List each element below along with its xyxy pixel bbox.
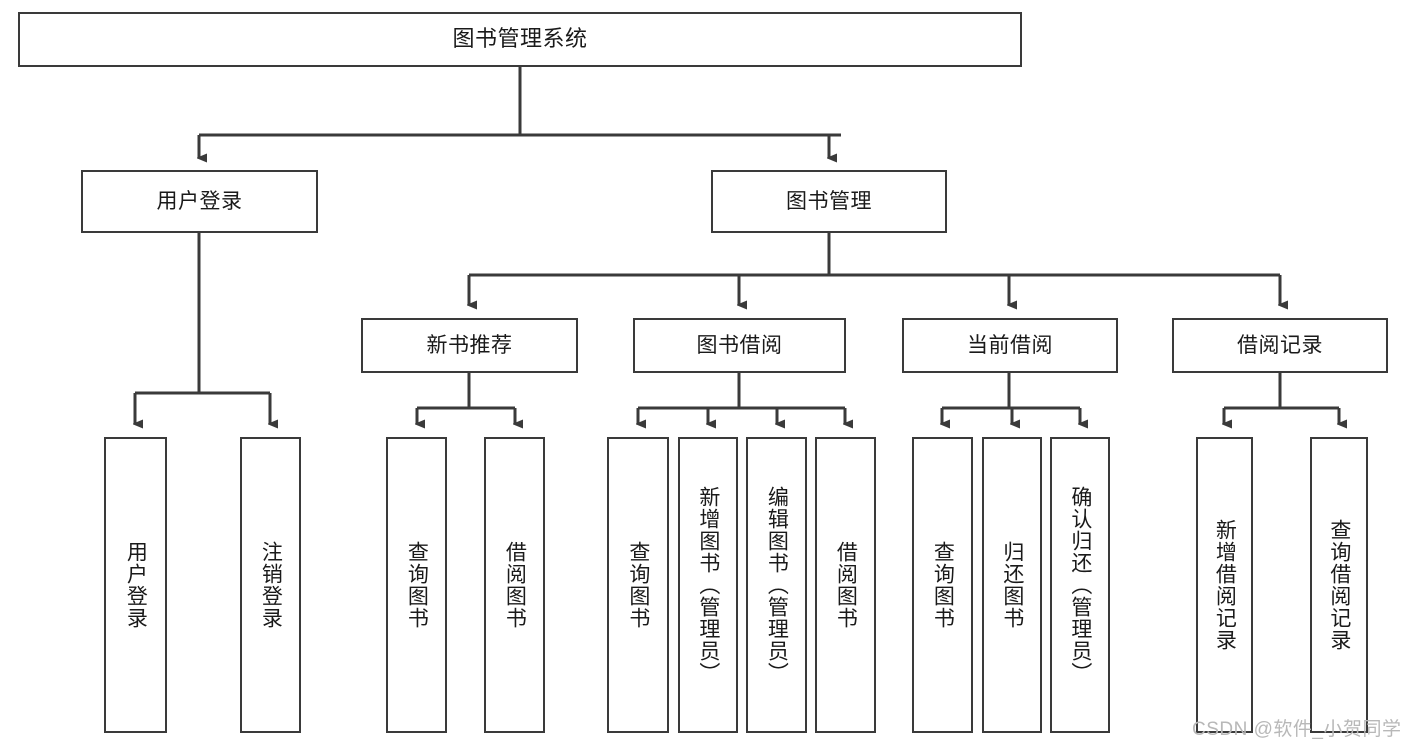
node-user-login: 用户登录 <box>81 170 318 233</box>
node-book-borrow: 图书借阅 <box>633 318 846 373</box>
node-root-system: 图书管理系统 <box>18 12 1022 67</box>
leaf-node: 借阅图书 <box>815 437 876 733</box>
node-label: 归还图书 <box>1000 541 1024 629</box>
leaf-node: 查询图书 <box>386 437 447 733</box>
node-current-borrow: 当前借阅 <box>902 318 1118 373</box>
node-label: 当前借阅 <box>967 333 1053 357</box>
node-label: 新增图书（管理员） <box>696 486 720 684</box>
leaf-node: 查询图书 <box>912 437 973 733</box>
node-label: 图书管理系统 <box>452 26 588 52</box>
node-new-book-recommend: 新书推荐 <box>361 318 578 373</box>
node-label: 编辑图书（管理员） <box>765 486 789 684</box>
node-label: 新书推荐 <box>426 333 513 357</box>
node-label: 确认归还（管理员） <box>1068 486 1092 684</box>
node-book-management: 图书管理 <box>711 170 947 233</box>
node-label: 图书借阅 <box>696 333 783 357</box>
node-label: 用户登录 <box>156 189 243 213</box>
leaf-node: 注销登录 <box>240 437 301 733</box>
leaf-node: 编辑图书（管理员） <box>746 437 807 733</box>
leaf-node: 查询图书 <box>607 437 669 733</box>
node-label: 查询图书 <box>405 541 429 629</box>
node-label: 用户登录 <box>124 541 148 629</box>
node-label: 新增借阅记录 <box>1213 519 1237 651</box>
node-label: 注销登录 <box>259 541 283 629</box>
node-label: 查询借阅记录 <box>1327 519 1351 651</box>
leaf-node: 确认归还（管理员） <box>1050 437 1110 733</box>
node-label: 图书管理 <box>786 189 872 213</box>
leaf-node: 新增图书（管理员） <box>678 437 738 733</box>
leaf-node: 用户登录 <box>104 437 167 733</box>
leaf-node: 新增借阅记录 <box>1196 437 1253 733</box>
node-label: 借阅图书 <box>834 541 858 629</box>
node-label: 查询图书 <box>626 541 650 629</box>
node-label: 借阅图书 <box>503 541 527 629</box>
leaf-node: 归还图书 <box>982 437 1042 733</box>
node-borrow-record: 借阅记录 <box>1172 318 1388 373</box>
node-label: 查询图书 <box>931 541 955 629</box>
node-label: 借阅记录 <box>1237 333 1323 357</box>
leaf-node: 借阅图书 <box>484 437 545 733</box>
leaf-node: 查询借阅记录 <box>1310 437 1368 733</box>
